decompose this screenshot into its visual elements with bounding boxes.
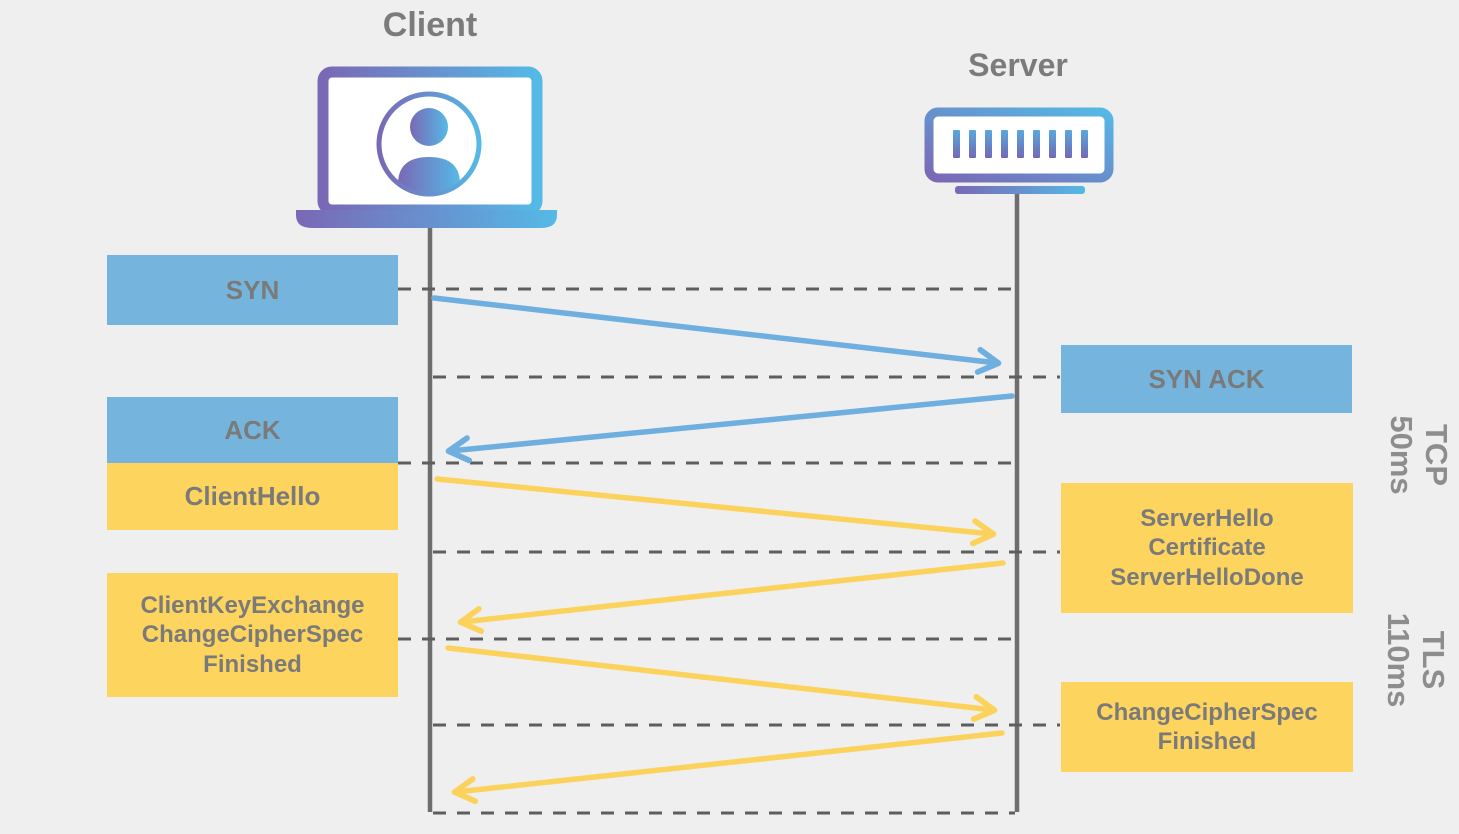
tcp-phase-time: 50ms: [1384, 415, 1419, 495]
client-key-exchange-arrow: [445, 645, 998, 722]
syn-arrow: [431, 295, 1002, 375]
syn-ack-label-text: SYN ACK: [1148, 363, 1265, 394]
client-title: Client: [382, 6, 478, 44]
server-hello-done-line: ServerHelloDone: [1110, 563, 1304, 591]
server-icon: [924, 107, 1114, 194]
client-key-exchange-label: ClientKeyExchange ChangeCipherSpec Finis…: [107, 573, 398, 697]
syn-ack-label: SYN ACK: [1061, 345, 1352, 413]
client-key-exchange-line: ClientKeyExchange: [140, 592, 365, 620]
ack-label-text: ACK: [224, 414, 281, 445]
server-hello-arrow: [457, 560, 1006, 635]
laptop-icon: [296, 66, 557, 228]
server-hello-label: ServerHello Certificate ServerHelloDone: [1061, 483, 1353, 613]
client-hello-arrow: [434, 476, 997, 547]
tcp-phase-name: TCP: [1418, 424, 1454, 486]
syn-label: SYN: [107, 255, 398, 325]
change-cipher-spec-label: ChangeCipherSpec Finished: [1061, 682, 1353, 772]
client-hello-label-text: ClientHello: [184, 481, 321, 511]
finished-line: Finished: [203, 650, 302, 678]
change-cipher-spec-line: ChangeCipherSpec: [1096, 698, 1318, 726]
tls-phase-time: 110ms: [1381, 612, 1416, 708]
change-cipher-spec-line: ChangeCipherSpec: [141, 621, 364, 649]
ack-label: ACK: [107, 397, 398, 463]
client-hello-label: ClientHello: [107, 463, 398, 530]
finished-line: Finished: [1157, 728, 1257, 755]
server-title: Server: [968, 47, 1068, 83]
server-hello-line: ServerHello: [1140, 505, 1274, 533]
syn-ack-arrow: [445, 393, 1015, 464]
tls-phase-name: TLS: [1415, 630, 1451, 690]
certificate-line: Certificate: [1148, 534, 1266, 562]
tcp-phase-label: TCP 50ms: [1358, 395, 1459, 515]
change-cipher-spec-arrow: [451, 730, 1005, 805]
syn-label-text: SYN: [225, 274, 280, 305]
tls-phase-label: TLS 110ms: [1355, 600, 1459, 720]
